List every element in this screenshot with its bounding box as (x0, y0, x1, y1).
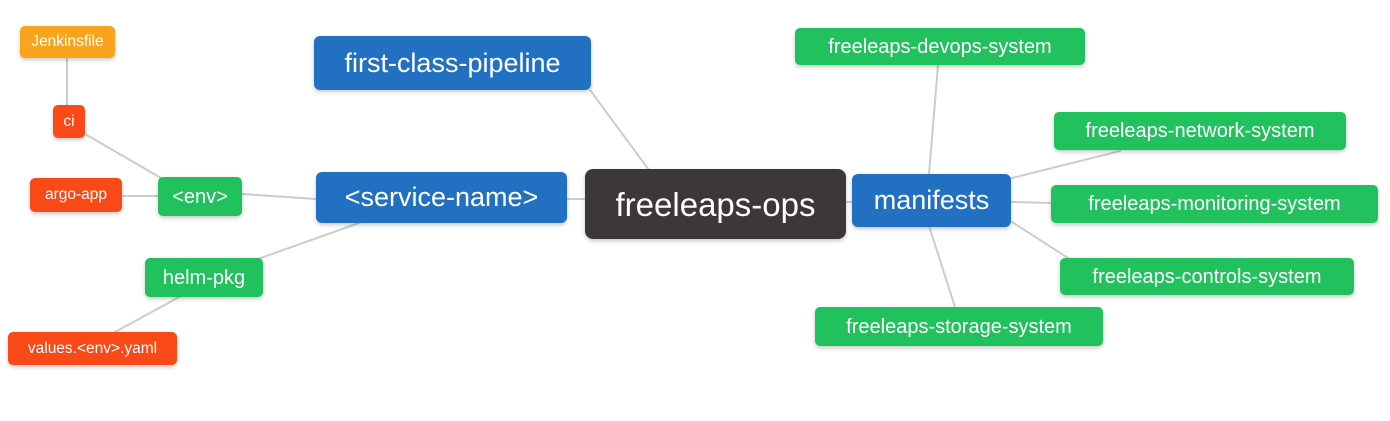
node-root-freeleaps-ops[interactable]: freeleaps-ops (585, 169, 846, 239)
node-freeleaps-network-system[interactable]: freeleaps-network-system (1054, 112, 1346, 150)
node-first-class-pipeline[interactable]: first-class-pipeline (314, 36, 591, 90)
node-freeleaps-devops-system[interactable]: freeleaps-devops-system (795, 28, 1085, 65)
edge-first-class-pipeline-root (589, 89, 650, 171)
edge-values-env-yaml-helm-pkg (114, 295, 182, 333)
edge-manifests-monitoring-system (1011, 201, 1053, 204)
edge-env-service-name (241, 193, 317, 200)
node-freeleaps-monitoring-system[interactable]: freeleaps-monitoring-system (1051, 185, 1378, 223)
edge-manifests-network-system (1011, 150, 1121, 179)
node-helm-pkg[interactable]: helm-pkg (145, 258, 263, 297)
node-argo-app[interactable]: argo-app (30, 178, 122, 212)
node-freeleaps-storage-system[interactable]: freeleaps-storage-system (815, 307, 1103, 346)
node-values-env-yaml[interactable]: values.<env>.yaml (8, 332, 177, 365)
node-env[interactable]: <env> (158, 177, 242, 216)
node-freeleaps-controls-system[interactable]: freeleaps-controls-system (1060, 258, 1354, 295)
edge-manifests-controls-system (1011, 221, 1069, 259)
node-ci[interactable]: ci (53, 105, 85, 138)
node-manifests[interactable]: manifests (852, 174, 1011, 227)
edge-helm-pkg-service-name (257, 222, 360, 260)
edge-ci-env (84, 133, 162, 179)
node-service-name[interactable]: <service-name> (316, 172, 567, 223)
edge-manifests-devops-system (928, 64, 939, 175)
edge-manifests-storage-system (928, 225, 956, 308)
node-jenkinsfile[interactable]: Jenkinsfile (20, 26, 115, 58)
